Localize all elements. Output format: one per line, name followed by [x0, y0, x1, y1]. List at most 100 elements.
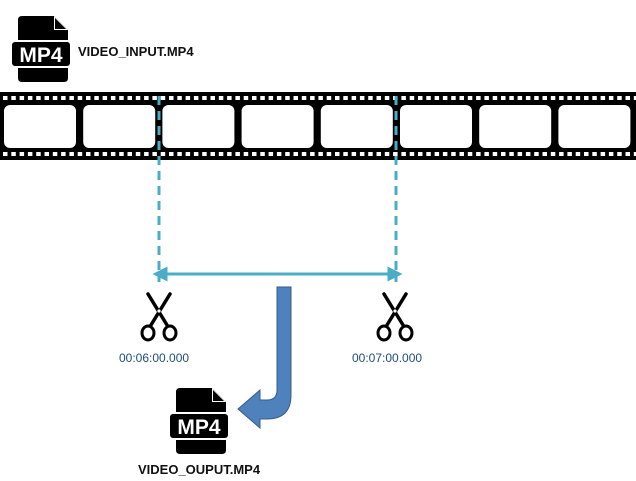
film-perforation — [442, 96, 448, 100]
film-perforation — [202, 96, 207, 100]
film-perforation — [11, 152, 16, 156]
film-perforation — [19, 152, 25, 156]
film-perforation — [102, 152, 108, 156]
film-perforation — [27, 152, 33, 156]
film-perforation — [384, 96, 390, 100]
film-perforation — [218, 152, 224, 156]
film-perforation — [351, 152, 357, 156]
film-perforation — [94, 96, 99, 100]
film-perforation — [36, 96, 41, 100]
film-perforation — [227, 152, 232, 156]
film-perforation — [235, 152, 240, 156]
film-perforation — [11, 96, 16, 100]
film-perforation — [418, 96, 423, 100]
film-perforation — [584, 152, 589, 156]
film-perforation — [260, 152, 265, 156]
film-perforation — [318, 152, 323, 156]
film-perforation — [177, 96, 182, 100]
cut-start-time: 00:06:00.000 — [119, 351, 190, 365]
film-perforation — [119, 152, 124, 156]
film-perforation — [276, 152, 282, 156]
output-mp4-badge: MP4 — [177, 416, 221, 439]
film-perforation — [575, 96, 581, 100]
film-perforations-top — [3, 96, 636, 100]
film-perforation — [409, 96, 415, 100]
film-perforation — [418, 152, 423, 156]
film-perforation — [384, 152, 390, 156]
film-perforation — [459, 96, 464, 100]
film-perforation — [210, 152, 215, 156]
film-perforation — [193, 152, 199, 156]
film-perforation — [534, 96, 539, 100]
film-perforation — [86, 152, 91, 156]
film-perforation — [193, 96, 199, 100]
film-perforation — [3, 96, 8, 100]
film-perforation — [525, 152, 531, 156]
film-perforation — [633, 152, 636, 156]
film-perforation — [227, 96, 232, 100]
film-perforation — [617, 152, 622, 156]
film-perforation — [559, 96, 564, 100]
film-frame — [320, 105, 393, 148]
film-perforation — [252, 152, 257, 156]
film-perforation — [625, 96, 630, 100]
film-perforation — [542, 152, 547, 156]
film-perforation — [492, 96, 498, 100]
film-perforation — [351, 96, 357, 100]
film-perforation — [584, 96, 589, 100]
film-perforation — [608, 152, 614, 156]
film-perforation — [592, 96, 597, 100]
output-mp4-file-icon: MP4 — [168, 388, 230, 454]
film-perforation — [509, 96, 514, 100]
film-perforation — [152, 152, 157, 156]
film-perforation — [434, 152, 440, 156]
film-perforation — [61, 152, 66, 156]
film-perforation — [61, 96, 66, 100]
film-perforation — [335, 96, 340, 100]
film-perforation — [268, 96, 274, 100]
film-frame — [558, 105, 631, 148]
film-perforation — [376, 152, 381, 156]
film-perforation — [442, 152, 448, 156]
film-perforation — [550, 152, 556, 156]
film-frame — [241, 105, 314, 148]
film-perforation — [144, 152, 149, 156]
film-perforation — [310, 96, 315, 100]
film-perforation — [77, 152, 83, 156]
film-perforation — [368, 96, 373, 100]
film-frame — [400, 105, 472, 148]
film-perforation — [426, 152, 431, 156]
film-perforation — [567, 96, 572, 100]
film-perforation — [343, 152, 348, 156]
film-perforation — [359, 152, 365, 156]
film-frames — [4, 105, 631, 148]
film-perforation — [218, 96, 224, 100]
film-frame — [83, 105, 156, 148]
film-perforations-bottom — [3, 152, 636, 156]
film-perforation — [210, 96, 215, 100]
film-perforation — [243, 96, 249, 100]
film-perforation — [44, 152, 49, 156]
film-perforation — [492, 152, 498, 156]
film-perforation — [600, 96, 606, 100]
film-perforation — [376, 96, 381, 100]
film-perforation — [476, 152, 481, 156]
input-mp4-file-icon: MP4 — [10, 16, 72, 82]
film-perforation — [177, 152, 182, 156]
film-perforation — [542, 96, 547, 100]
film-perforation — [592, 152, 597, 156]
output-flow-arrow — [237, 286, 292, 430]
film-perforation — [310, 152, 315, 156]
film-perforation — [293, 152, 298, 156]
film-perforation — [484, 96, 489, 100]
film-perforation — [301, 96, 307, 100]
film-perforation — [27, 96, 33, 100]
film-perforation — [252, 96, 257, 100]
film-perforation — [359, 96, 365, 100]
film-frame — [479, 105, 552, 148]
film-perforation — [459, 152, 464, 156]
film-perforation — [77, 96, 83, 100]
film-frame — [4, 105, 76, 148]
film-frame — [162, 105, 235, 148]
